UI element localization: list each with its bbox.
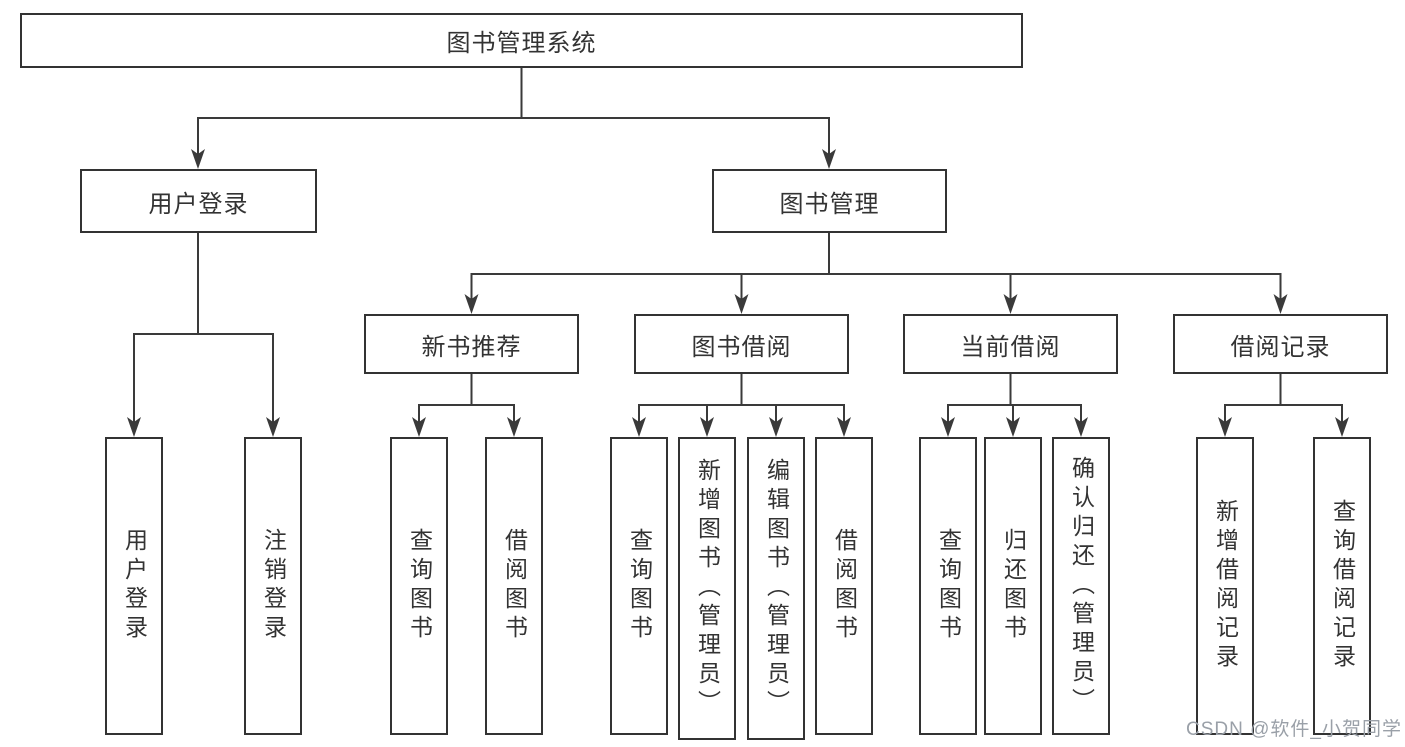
arrowhead-icon — [837, 417, 851, 437]
node-user-login-label: 用户登录 — [148, 190, 249, 218]
node-current-borrowing: 当前借阅 — [903, 314, 1118, 374]
leaf-query-books-recommend-label: 查询图书 — [406, 528, 433, 644]
leaf-return-book: 归还图书 — [984, 437, 1042, 735]
arrowhead-icon — [1335, 417, 1349, 437]
node-root-label: 图书管理系统 — [446, 30, 597, 57]
node-new-book-recommend-label: 新书推荐 — [421, 333, 522, 361]
node-new-book-recommend: 新书推荐 — [364, 314, 579, 374]
node-borrow-records: 借阅记录 — [1173, 314, 1388, 374]
node-book-borrowing: 图书借阅 — [634, 314, 849, 374]
leaf-confirm-return-admin: 确认归还（管理员） — [1052, 437, 1110, 735]
leaf-logout-label: 注销登录 — [260, 528, 287, 644]
arrowhead-icon — [822, 149, 836, 169]
leaf-add-borrow-record: 新增借阅记录 — [1196, 437, 1254, 735]
leaf-query-books-recommend: 查询图书 — [390, 437, 448, 735]
leaf-query-books-current: 查询图书 — [919, 437, 977, 735]
watermark: CSDN @软件_小贺同学 — [1186, 719, 1402, 740]
leaf-query-books-current-label: 查询图书 — [935, 528, 962, 644]
leaf-edit-book-admin: 编辑图书（管理员） — [747, 437, 805, 740]
leaf-return-book-label: 归还图书 — [1000, 528, 1027, 644]
connector-group — [412, 374, 521, 437]
arrowhead-icon — [1273, 294, 1288, 314]
leaf-query-borrow-record: 查询借阅记录 — [1313, 437, 1371, 735]
arrowhead-icon — [412, 417, 426, 437]
node-user-login: 用户登录 — [80, 169, 317, 233]
arrowhead-icon — [464, 294, 479, 314]
connector-group — [464, 233, 1288, 314]
leaf-add-book-admin-label: 新增图书（管理员） — [694, 458, 721, 719]
arrowhead-icon — [700, 417, 714, 437]
leaf-query-books-borrow-label: 查询图书 — [626, 528, 653, 644]
leaf-user-login-label: 用户登录 — [121, 528, 148, 644]
leaf-query-books-borrow: 查询图书 — [610, 437, 668, 735]
arrowhead-icon — [769, 417, 783, 437]
node-book-management: 图书管理 — [712, 169, 947, 233]
leaf-add-book-admin: 新增图书（管理员） — [678, 437, 736, 740]
arrowhead-icon — [1074, 417, 1088, 437]
arrowhead-icon — [127, 417, 141, 437]
connector-group — [191, 68, 836, 169]
leaf-add-borrow-record-label: 新增借阅记录 — [1212, 499, 1239, 673]
arrowhead-icon — [1006, 417, 1020, 437]
leaf-borrow-books-recommend: 借阅图书 — [485, 437, 543, 735]
arrowhead-icon — [191, 149, 205, 169]
node-borrow-records-label: 借阅记录 — [1230, 333, 1331, 361]
node-current-borrowing-label: 当前借阅 — [960, 333, 1061, 361]
arrowhead-icon — [1218, 417, 1232, 437]
arrowhead-icon — [734, 294, 749, 314]
connector-group — [941, 374, 1088, 437]
node-book-borrowing-label: 图书借阅 — [691, 333, 792, 361]
leaf-borrow-books: 借阅图书 — [815, 437, 873, 735]
arrowhead-icon — [941, 417, 955, 437]
arrowhead-icon — [266, 417, 280, 437]
leaf-borrow-books-label: 借阅图书 — [831, 528, 858, 644]
arrowhead-icon — [1003, 294, 1018, 314]
leaf-query-borrow-record-label: 查询借阅记录 — [1329, 499, 1356, 673]
node-root: 图书管理系统 — [20, 13, 1023, 68]
connector-group — [127, 233, 280, 437]
leaf-logout: 注销登录 — [244, 437, 302, 735]
arrowhead-icon — [507, 417, 521, 437]
connector-group — [1218, 374, 1349, 437]
leaf-edit-book-admin-label: 编辑图书（管理员） — [763, 458, 790, 719]
connector-group — [632, 374, 851, 437]
node-book-management-label: 图书管理 — [779, 190, 880, 218]
leaf-borrow-books-recommend-label: 借阅图书 — [501, 528, 528, 644]
leaf-confirm-return-admin-label: 确认归还（管理员） — [1068, 455, 1095, 717]
leaf-user-login: 用户登录 — [105, 437, 163, 735]
arrowhead-icon — [632, 417, 646, 437]
